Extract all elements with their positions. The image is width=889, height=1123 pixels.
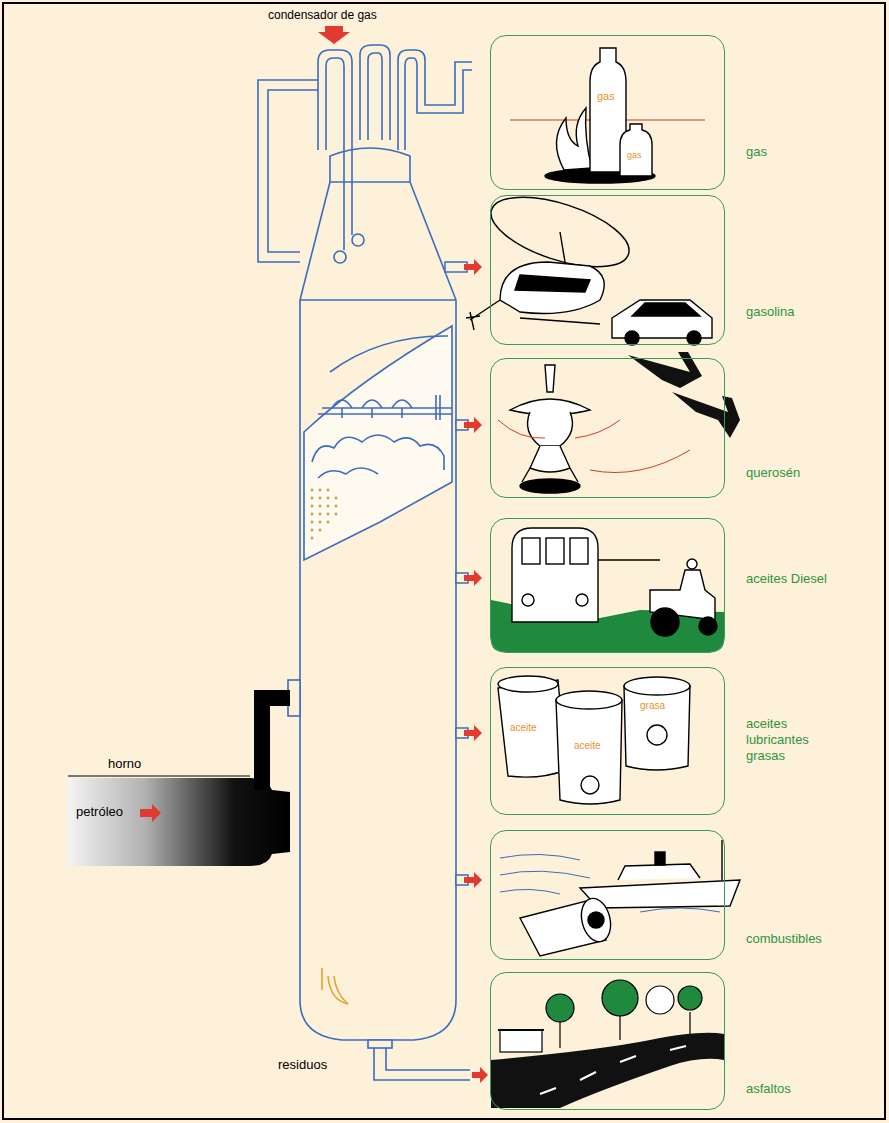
part-label: residuos (278, 1058, 327, 1073)
product-label: combustibles (746, 931, 836, 947)
product-box: gas (490, 35, 725, 190)
product-label: gas (746, 144, 836, 160)
product-box: combustibles (490, 830, 725, 960)
product-box: querosén (490, 358, 725, 498)
product-label: aceites lubricantes grasas (746, 716, 836, 764)
bottle-text: gas (597, 90, 615, 103)
can-text: grasa (640, 700, 665, 712)
product-label: querosén (746, 465, 836, 481)
bottle-text: gas (627, 150, 642, 160)
product-label: aceites Diesel (746, 571, 836, 587)
product-label: gasolina (746, 304, 836, 320)
product-box: asfaltos (490, 972, 725, 1110)
product-box: aceites lubricantes grasas (490, 667, 725, 815)
product-box: aceites Diesel (490, 518, 725, 653)
part-label: petróleo (76, 805, 123, 820)
product-label: asfaltos (746, 1081, 836, 1097)
can-text: aceite (510, 722, 537, 734)
part-label: condensador de gas (268, 9, 377, 23)
product-box: gasolina (490, 195, 725, 345)
part-label: horno (108, 757, 141, 772)
can-text: aceite (574, 740, 601, 752)
